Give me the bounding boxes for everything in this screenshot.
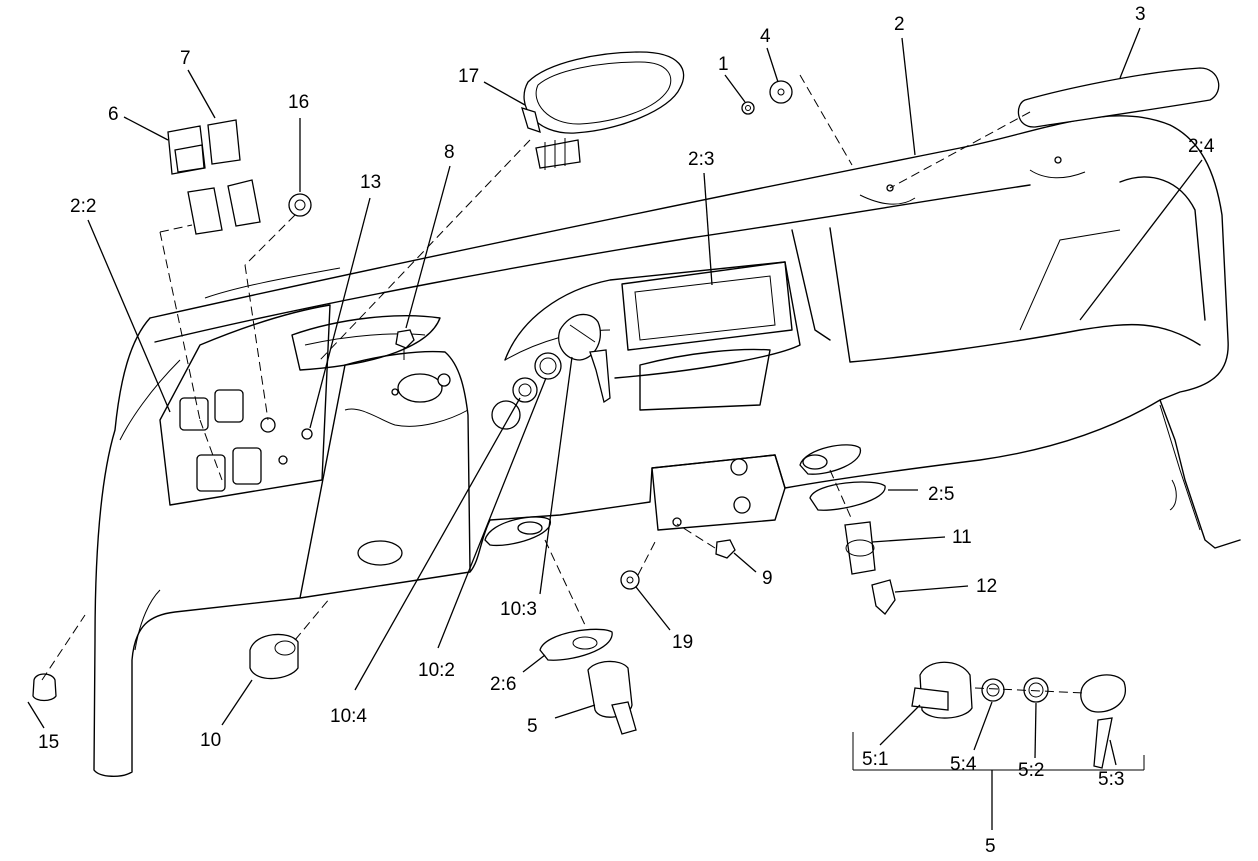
washer-19 xyxy=(620,570,640,590)
callout-5-1: 5:1 xyxy=(862,749,888,770)
callout-2-2: 2:2 xyxy=(70,196,96,217)
callout-15: 15 xyxy=(38,732,59,753)
callout-labels: 1 4 2 3 2:4 2:3 2:2 6 7 16 13 8 17 10:4 … xyxy=(38,4,1215,857)
callout-5-group: 5 xyxy=(985,836,996,857)
callout-2-4: 2:4 xyxy=(1188,136,1215,157)
rocker-switch-group xyxy=(167,119,261,235)
alignment-lines xyxy=(41,74,1086,694)
callout-13: 13 xyxy=(360,172,381,193)
dashboard-panel xyxy=(93,115,1241,777)
callout-10-4: 10:4 xyxy=(330,706,367,727)
callout-16: 16 xyxy=(288,92,309,113)
bolt-9 xyxy=(715,539,736,559)
grab-handle xyxy=(1017,67,1220,128)
callout-11: 11 xyxy=(952,527,972,548)
callout-10: 10 xyxy=(200,730,221,751)
switch-10 xyxy=(249,633,299,680)
callout-19: 19 xyxy=(672,632,693,653)
leader-lines xyxy=(27,27,1203,830)
callout-7: 7 xyxy=(180,48,191,69)
washers-1-4 xyxy=(741,80,793,115)
callout-2-6: 2:6 xyxy=(490,674,516,695)
nut-15 xyxy=(32,673,57,702)
plug-16 xyxy=(288,193,312,217)
callout-5-3: 5:3 xyxy=(1098,769,1124,790)
switch-11-12 xyxy=(809,481,896,615)
callout-10-3: 10:3 xyxy=(500,599,537,620)
callout-5-2: 5:2 xyxy=(1018,760,1044,781)
callout-9: 9 xyxy=(762,568,773,589)
callout-5: 5 xyxy=(527,716,538,737)
callout-2-5: 2:5 xyxy=(928,484,954,505)
callout-4: 4 xyxy=(760,26,771,47)
callout-6: 6 xyxy=(108,104,119,125)
callout-8: 8 xyxy=(444,142,455,163)
oval-dome-light xyxy=(521,51,685,170)
callout-2: 2 xyxy=(894,14,905,35)
callout-1: 1 xyxy=(718,54,729,75)
bolt-8 xyxy=(395,329,415,360)
callout-10-2: 10:2 xyxy=(418,660,455,681)
callout-17: 17 xyxy=(458,66,479,87)
keyswitch-5 xyxy=(539,628,637,735)
keyswitch-assembly-5 xyxy=(852,661,1145,771)
callout-3: 3 xyxy=(1135,4,1146,25)
callout-2-3: 2:3 xyxy=(688,149,714,170)
ignition-parts xyxy=(512,313,611,404)
callout-5-4: 5:4 xyxy=(950,754,977,775)
callout-12: 12 xyxy=(976,576,997,597)
